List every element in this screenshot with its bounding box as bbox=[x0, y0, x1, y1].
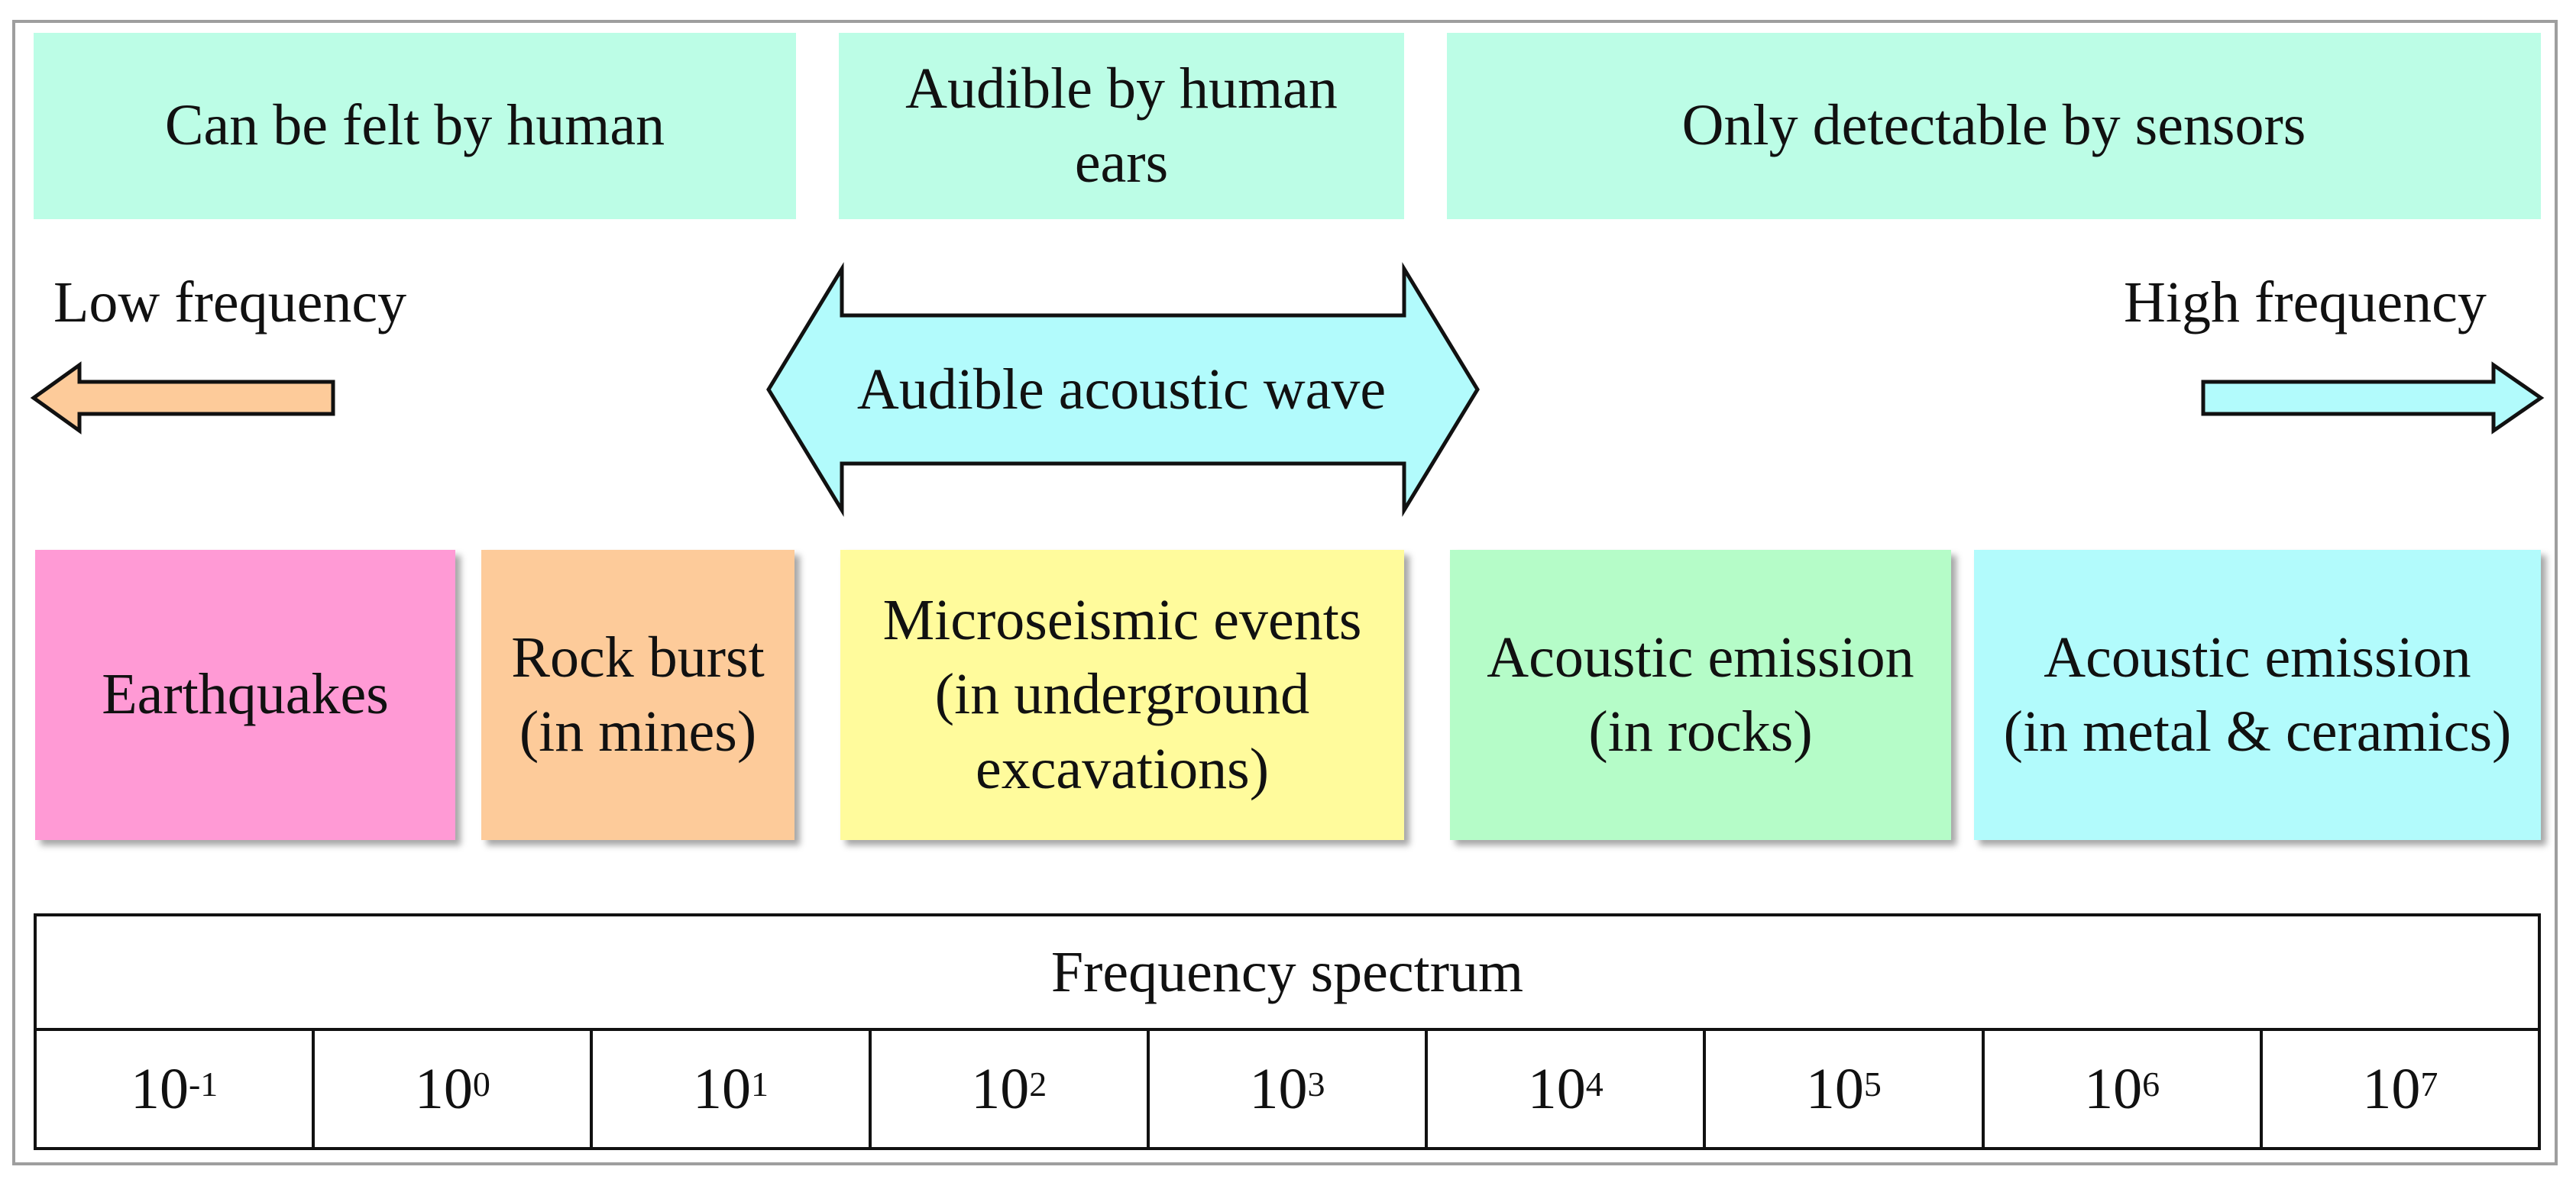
spectrum-base: 10 bbox=[1249, 1056, 1308, 1121]
spectrum-base: 10 bbox=[2084, 1056, 2143, 1121]
low-frequency-arrow bbox=[30, 361, 335, 435]
audible-by-ears-box: Audible by human ears bbox=[839, 33, 1404, 219]
low-frequency-label: Low frequency bbox=[53, 270, 407, 334]
microseismic-box: Microseismic events (in underground exca… bbox=[840, 550, 1404, 840]
rock-burst-box: Rock burst (in mines) bbox=[481, 550, 794, 840]
earthquakes-box: Earthquakes bbox=[35, 550, 455, 840]
spectrum-base: 10 bbox=[1527, 1056, 1586, 1121]
spectrum-base: 10 bbox=[2362, 1056, 2421, 1121]
frequency-spectrum-title: Frequency spectrum bbox=[37, 916, 2538, 1031]
sensors-only-label: Only detectable by sensors bbox=[1681, 93, 2306, 158]
sensors-only-box: Only detectable by sensors bbox=[1447, 33, 2541, 219]
spectrum-base: 10 bbox=[971, 1056, 1030, 1121]
spectrum-base: 10 bbox=[1805, 1056, 1864, 1121]
ae-rocks-label: Acoustic emission (in rocks) bbox=[1487, 625, 1914, 764]
high-frequency-label: High frequency bbox=[2124, 270, 2487, 334]
microseismic-label: Microseismic events (in underground exca… bbox=[882, 588, 1362, 801]
spectrum-base: 10 bbox=[693, 1056, 752, 1121]
ae-metal-box: Acoustic emission (in metal & ceramics) bbox=[1974, 550, 2541, 840]
spectrum-cell: 10-1 bbox=[37, 1031, 316, 1147]
ae-metal-label: Acoustic emission (in metal & ceramics) bbox=[2003, 625, 2512, 764]
felt-by-human-box: Can be felt by human bbox=[34, 33, 796, 219]
audible-wave-arrow bbox=[766, 262, 1480, 517]
audible-wave-label: Audible acoustic wave bbox=[856, 357, 1387, 422]
felt-by-human-label: Can be felt by human bbox=[164, 93, 665, 158]
ae-rocks-box: Acoustic emission (in rocks) bbox=[1450, 550, 1951, 840]
earthquakes-label: Earthquakes bbox=[102, 662, 389, 727]
audible-by-ears-label: Audible by human ears bbox=[905, 56, 1338, 195]
rock-burst-label: Rock burst (in mines) bbox=[511, 625, 765, 764]
spectrum-base: 10 bbox=[414, 1056, 473, 1121]
spectrum-base: 10 bbox=[130, 1056, 189, 1121]
high-frequency-arrow bbox=[2201, 361, 2545, 435]
